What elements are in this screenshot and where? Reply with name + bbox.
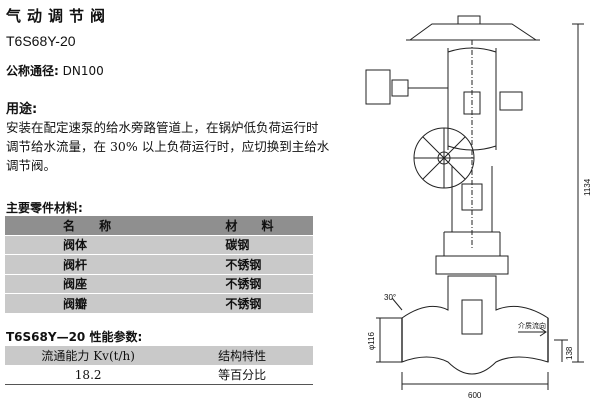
table-row: 阀杆 不锈钢 — [5, 254, 313, 275]
yoke-columns — [447, 48, 497, 150]
valve-plug — [461, 299, 483, 335]
part-material: 不锈钢 — [171, 293, 313, 314]
model-number: T6S68Y-20 — [6, 33, 76, 49]
dim-angle-text: 30° — [384, 293, 396, 302]
offset-dimension — [554, 339, 568, 362]
kv-value: 18.2 — [5, 365, 172, 385]
valve-drawing: 1134 600 30° φ116 138 介质流向 — [365, 15, 592, 400]
flow-arrow — [518, 327, 547, 337]
part-material: 不锈钢 — [171, 254, 313, 275]
part-material: 不锈钢 — [171, 274, 313, 294]
nominal-diameter-label: 公称通径: — [6, 64, 59, 78]
flow-direction-label: 介质流向 — [518, 321, 546, 330]
table-row: 阀瓣 不锈钢 — [5, 293, 313, 314]
part-name: 阀座 — [5, 274, 172, 294]
dim-offset-text: 138 — [565, 346, 574, 360]
nominal-diameter: 公称通径: DN100 — [6, 62, 104, 79]
valve-body — [401, 275, 549, 375]
solenoid-valve — [391, 79, 409, 97]
actuator-cap — [457, 15, 481, 25]
dim-bore-text: φ116 — [367, 332, 376, 350]
page-title: 气动调节阀 — [6, 7, 112, 25]
part-name: 阀杆 — [5, 254, 172, 275]
materials-header-row: 名 称 材 料 — [5, 216, 313, 236]
actuator-diaphragm — [408, 23, 538, 41]
characteristic-value: 等百分比 — [171, 365, 313, 385]
performance-col-kv: 流通能力 Kv(t/h) — [5, 346, 172, 365]
performance-header-row: 流通能力 Kv(t/h) 结构特性 — [5, 346, 313, 365]
materials-heading: 主要零件材料: — [6, 201, 83, 215]
part-material: 碳钢 — [171, 235, 313, 255]
purpose-text: 安装在配定速泵的给水旁路管道上，在锅炉低负荷运行时调节给水流量，在 30% 以上… — [6, 120, 330, 173]
materials-table: 名 称 材 料 阀体 碳钢 阀杆 不锈钢 阀座 不锈钢 阀瓣 不锈钢 — [5, 216, 313, 314]
height-dimension — [572, 23, 584, 363]
lower-yoke — [451, 166, 493, 232]
dim-height-text: 1134 — [583, 178, 592, 196]
materials-col-material: 材 料 — [171, 216, 313, 236]
table-row: 阀体 碳钢 — [5, 235, 313, 255]
part-name: 阀瓣 — [5, 293, 172, 314]
bore-dimension — [376, 317, 402, 363]
handwheel-spokes — [414, 128, 474, 188]
bonnet — [443, 231, 501, 256]
filter-regulator — [365, 69, 391, 105]
table-row: 阀座 不锈钢 — [5, 274, 313, 294]
performance-heading: T6S68Y—20 性能参数: — [6, 330, 143, 344]
weld-ends — [401, 318, 549, 362]
limit-switch — [499, 91, 523, 111]
purpose-heading: 用途: — [6, 102, 38, 117]
bonnet-flange — [435, 255, 509, 275]
materials-col-name: 名 称 — [5, 216, 172, 236]
part-name: 阀体 — [5, 235, 172, 255]
performance-table: 流通能力 Kv(t/h) 结构特性 18.2 等百分比 — [5, 346, 313, 385]
dim-width-text: 600 — [468, 391, 482, 400]
stem-connector — [463, 91, 481, 115]
width-dimension — [401, 372, 549, 390]
table-row: 18.2 等百分比 — [5, 365, 313, 385]
angle-leader — [391, 297, 403, 311]
nominal-diameter-value: DN100 — [62, 64, 104, 78]
air-pipe — [368, 69, 448, 89]
performance-col-characteristic: 结构特性 — [171, 346, 313, 365]
packing-box — [461, 183, 483, 211]
